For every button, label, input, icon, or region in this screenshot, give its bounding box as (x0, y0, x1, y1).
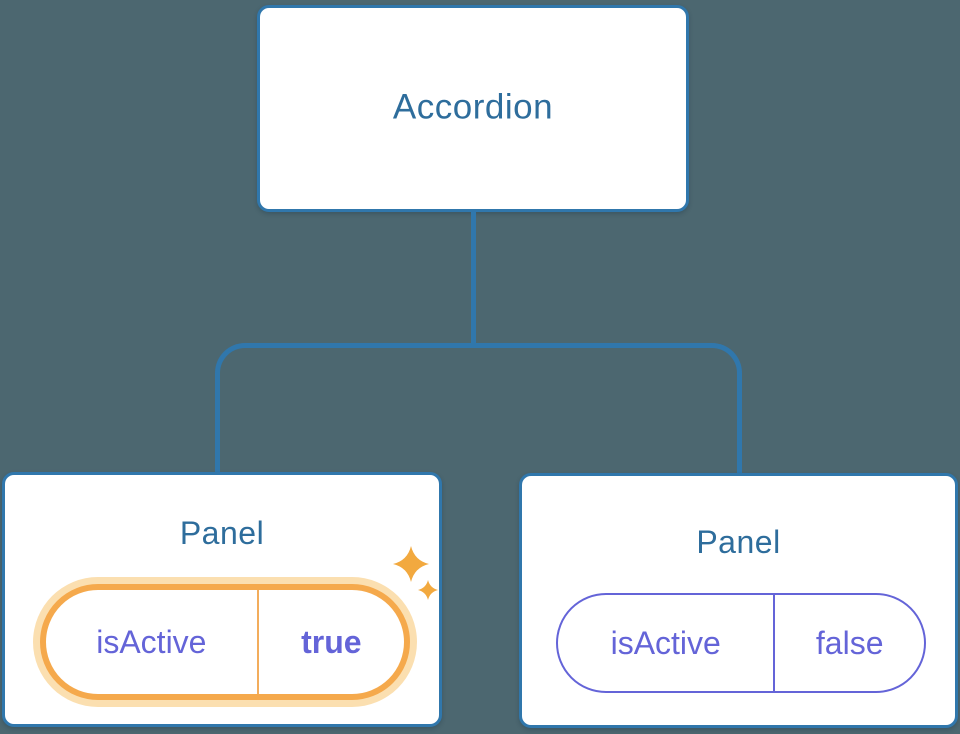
accordion-node: Accordion (257, 5, 689, 212)
tree-connector-stem (471, 211, 476, 345)
sparkle-icon (387, 541, 443, 607)
state-pill-highlighted: isActive true (33, 577, 417, 707)
panel-node-inactive: Panel isActive false (519, 473, 958, 728)
panel-node-active: Panel isActive true (2, 472, 442, 727)
state-name: isActive (558, 595, 776, 691)
state-name: isActive (46, 590, 259, 694)
state-pill-plain: isActive false (556, 593, 926, 693)
tree-connector-branch (215, 343, 742, 473)
panel-node-label: Panel (179, 515, 265, 551)
panel-node-label: Panel (696, 524, 781, 560)
accordion-node-label: Accordion (392, 86, 554, 126)
state-value: true (301, 623, 362, 660)
state-value: false (815, 624, 884, 661)
